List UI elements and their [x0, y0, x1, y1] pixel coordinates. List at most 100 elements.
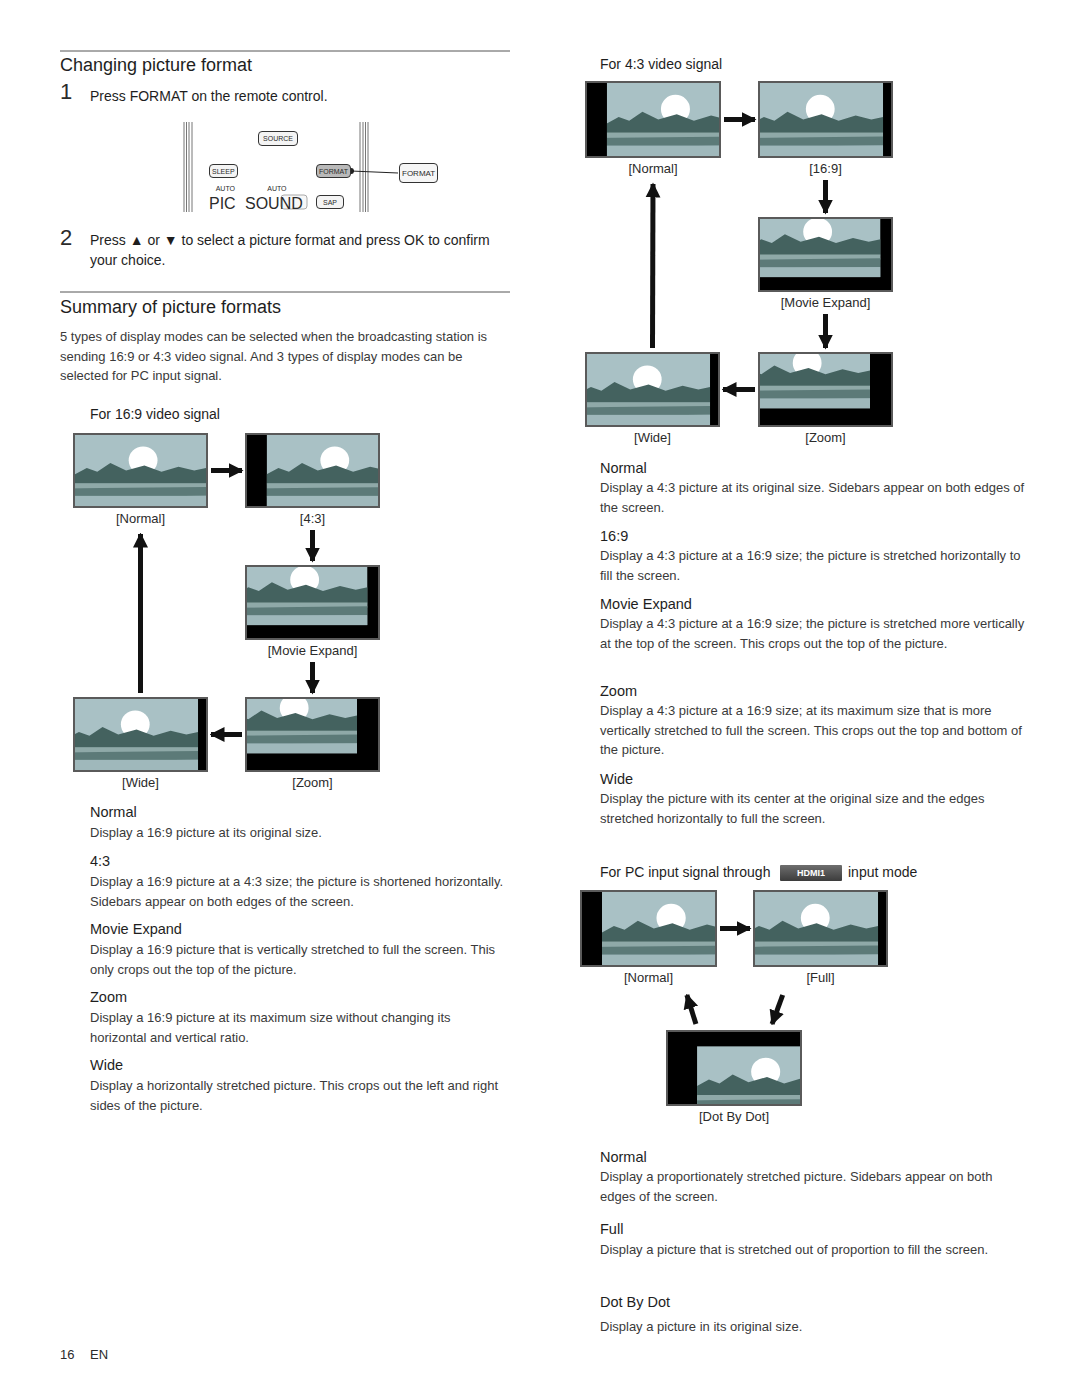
- cycle-arrow: [650, 184, 656, 348]
- picture-format-thumbnail: [Normal]: [565, 81, 721, 176]
- button-label: SAP: [323, 199, 337, 206]
- format-caption: [16:9]: [758, 161, 893, 176]
- page-text: Normal: [90, 803, 510, 823]
- page-text: Movie Expand: [90, 920, 510, 940]
- button-body: SAP: [316, 195, 344, 209]
- screen-frame: [585, 81, 721, 158]
- button-caption: AUTO: [209, 184, 242, 195]
- screen-illustration: [75, 699, 206, 770]
- screen-illustration: [247, 567, 378, 638]
- page-text: Normal: [600, 1148, 1025, 1168]
- remote-button: AUTOPIC: [209, 184, 242, 209]
- page-text: 2: [60, 226, 84, 250]
- screen-illustration: [760, 354, 891, 425]
- page-text: Display a proportionately stretched pict…: [600, 1167, 1025, 1206]
- format-caption: [Normal]: [73, 511, 208, 526]
- page-text: Press ▲ or ▼ to select a picture format …: [90, 231, 510, 270]
- page-text: Display a 16:9 picture at a 4:3 size; th…: [90, 872, 510, 911]
- screen-illustration: [247, 699, 378, 770]
- button-body: SOUND: [245, 195, 309, 209]
- badge-label: HDMI1: [797, 868, 825, 878]
- screen-illustration: [760, 83, 891, 156]
- screen-frame: [758, 217, 893, 292]
- page-text: Display a 16:9 picture that is verticall…: [90, 940, 510, 979]
- page-text: For PC input signal through: [600, 863, 778, 883]
- button-body: HDMI1: [780, 865, 842, 881]
- picture-format-thumbnail: [16:9]: [738, 81, 893, 176]
- page-text: Display a horizontally stretched picture…: [90, 1076, 510, 1115]
- picture-format-thumbnail: [Normal]: [53, 433, 208, 526]
- screen-frame: [585, 352, 720, 427]
- page-text: 16:9: [600, 527, 1025, 547]
- screen-frame: [245, 565, 380, 640]
- screen-illustration: [668, 1032, 800, 1104]
- picture-format-thumbnail: [Wide]: [53, 697, 208, 790]
- picture-format-thumbnail: [Zoom]: [225, 697, 380, 790]
- page-text: Display a 4:3 picture at a 16:9 size; th…: [600, 614, 1025, 653]
- button-label: FORMAT: [402, 169, 435, 178]
- remote-button: SLEEP: [209, 164, 238, 178]
- remote-frame: [184, 122, 368, 212]
- button-label: SOUND: [245, 195, 303, 212]
- page-title: Changing picture format: [60, 54, 510, 76]
- page-text: Display a 16:9 picture at its maximum si…: [90, 1008, 510, 1047]
- format-caption: [Normal]: [585, 161, 721, 176]
- button-label: PIC: [209, 195, 236, 212]
- screen-frame: [245, 697, 380, 772]
- format-caption: [Wide]: [585, 430, 720, 445]
- format-caption: [Dot By Dot]: [666, 1109, 802, 1124]
- cycle-arrow: [310, 530, 315, 561]
- format-caption: [Zoom]: [245, 775, 380, 790]
- screen-frame: [666, 1030, 802, 1106]
- picture-format-thumbnail: [Normal]: [560, 890, 717, 985]
- screen-frame: [245, 433, 380, 508]
- page-text: 5 types of display modes can be selected…: [60, 327, 512, 386]
- cycle-arrow: [687, 995, 696, 1024]
- format-caption: [Movie Expand]: [245, 643, 380, 658]
- screen-illustration: [247, 435, 378, 506]
- picture-format-thumbnail: [Wide]: [565, 352, 720, 445]
- cycle-arrow: [724, 117, 755, 122]
- button-caption: AUTO: [245, 184, 309, 195]
- picture-format-thumbnail: [Full]: [733, 890, 888, 985]
- screen-frame: [580, 890, 717, 967]
- cycle-arrow: [772, 995, 783, 1024]
- screen-illustration: [75, 435, 206, 506]
- button-body: FORMAT: [399, 163, 438, 183]
- screen-illustration: [760, 219, 891, 290]
- page-text: Dot By Dot: [600, 1293, 1025, 1313]
- page-text: Zoom: [600, 682, 1025, 702]
- page-text: Display a picture that is stretched out …: [600, 1240, 1025, 1260]
- picture-format-thumbnail: [Movie Expand]: [225, 565, 380, 658]
- button-label: SOURCE: [263, 135, 293, 142]
- page-text: Display a 4:3 picture at its original si…: [600, 478, 1025, 517]
- screen-frame: [753, 890, 888, 967]
- format-caption: [Wide]: [73, 775, 208, 790]
- page-text: Wide: [90, 1056, 510, 1076]
- remote-button: SAP: [316, 195, 344, 209]
- screen-illustration: [755, 892, 886, 965]
- page-text: Display a 4:3 picture at a 16:9 size; at…: [600, 701, 1025, 760]
- cycle-arrow: [211, 468, 242, 473]
- page-text: Display the picture with its center at t…: [600, 789, 1025, 828]
- screen-illustration: [587, 83, 719, 156]
- remote-button: FORMAT: [399, 163, 438, 183]
- page-text: For 4:3 video signal: [600, 55, 900, 75]
- screen-frame: [758, 81, 893, 158]
- page-text: 4:3: [90, 852, 510, 872]
- format-caption: [Normal]: [580, 970, 717, 985]
- button-body: SLEEP: [209, 164, 238, 178]
- button-body: FORMAT: [316, 164, 351, 178]
- remote-button: AUTOSOUND: [245, 184, 309, 209]
- page-text: 16: [60, 1345, 90, 1365]
- picture-format-thumbnail: [Zoom]: [738, 352, 893, 445]
- page-text: input mode: [848, 863, 968, 883]
- cycle-arrow: [211, 732, 242, 737]
- page-text: Press FORMAT on the remote control.: [90, 87, 510, 107]
- cycle-arrow: [720, 926, 750, 931]
- button-label: FORMAT: [319, 168, 348, 175]
- screen-frame: [758, 352, 893, 427]
- page-text: Display a 4:3 picture at a 16:9 size; th…: [600, 546, 1025, 585]
- page-text: For 16:9 video signal: [90, 405, 390, 425]
- cycle-arrow: [823, 314, 828, 348]
